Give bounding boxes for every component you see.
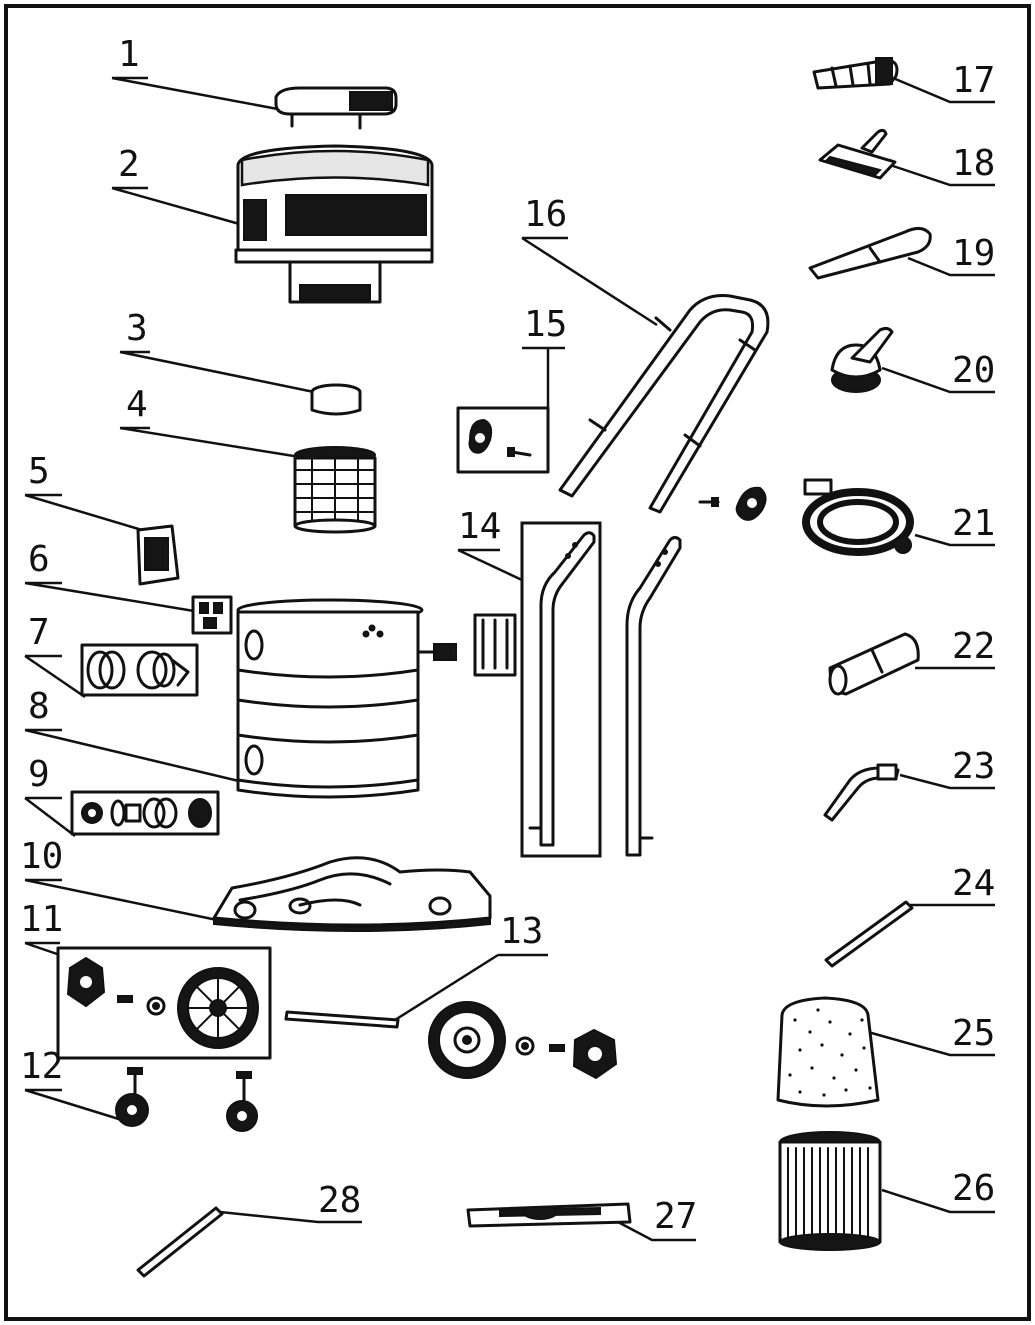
motor-head-part: [234, 144, 434, 304]
hose-reducer-part: [812, 57, 899, 90]
trolley-base-part: [212, 856, 492, 932]
part-label-6: 6: [28, 539, 50, 580]
part-label-24: 24: [952, 863, 995, 904]
part-label-11: 11: [20, 899, 63, 940]
part-label-12: 12: [20, 1046, 63, 1087]
carry-handle-part: [274, 86, 398, 130]
leader-lines: [24, 76, 995, 1242]
part-label-10: 10: [20, 836, 63, 877]
part-label-19: 19: [952, 233, 995, 274]
part-label-18: 18: [952, 143, 995, 184]
part-label-26: 26: [952, 1168, 995, 1209]
tank-part: [236, 598, 457, 799]
part-label-25: 25: [952, 1013, 995, 1054]
axle-wheel-part: [284, 1001, 618, 1080]
part-label-7: 7: [28, 612, 50, 653]
foam-filter-part: [776, 996, 880, 1108]
handle-knob-kit-part: [456, 406, 550, 474]
switch-cover-part: [136, 524, 180, 586]
part-label-21: 21: [952, 503, 995, 544]
part-label-22: 22: [952, 626, 995, 667]
caster-wheels-part: [115, 1067, 258, 1132]
part-label-2: 2: [118, 144, 140, 185]
handle-knob-part: [698, 486, 767, 521]
filter-rings-kit-part: [80, 643, 199, 697]
part-label-16: 16: [524, 194, 567, 235]
crevice-tool-part: [808, 227, 932, 280]
part-label-3: 3: [126, 308, 148, 349]
part-label-14: 14: [458, 506, 501, 547]
rod-part: [136, 1206, 224, 1278]
part-label-15: 15: [524, 304, 567, 345]
push-bars-part: [520, 521, 682, 858]
u-handle-part: [558, 294, 770, 514]
rear-wheel-kit-part: [56, 946, 272, 1060]
part-label-17: 17: [952, 60, 995, 101]
part-label-9: 9: [28, 754, 50, 795]
curved-wand-part: [823, 763, 900, 822]
part-label-23: 23: [952, 746, 995, 787]
part-label-8: 8: [28, 686, 50, 727]
part-label-20: 20: [952, 350, 995, 391]
part-label-4: 4: [126, 384, 148, 425]
hardware-kit-part: [70, 790, 220, 836]
seal-part: [310, 383, 362, 416]
hose-adapter-part: [828, 632, 920, 696]
part-labels: 1 2 3 4 5 6 7 8 9 10 11 12 13 14 15 16 1…: [20, 34, 995, 1237]
part-label-5: 5: [28, 451, 50, 492]
squeegee-nozzle-part: [466, 1202, 632, 1228]
part-label-28: 28: [318, 1180, 361, 1221]
suction-hose-part: [802, 478, 914, 556]
floor-nozzle-part: [818, 128, 897, 180]
round-brush-part: [830, 326, 894, 393]
tank-clip-part: [473, 613, 517, 677]
diagram-frame: [4, 4, 1031, 1321]
float-cage-part: [293, 446, 377, 534]
socket-part: [191, 595, 233, 635]
part-label-1: 1: [118, 34, 140, 75]
cartridge-filter-part: [778, 1131, 882, 1251]
extension-wand-part: [824, 900, 914, 968]
part-label-13: 13: [500, 911, 543, 952]
part-label-27: 27: [654, 1196, 697, 1237]
